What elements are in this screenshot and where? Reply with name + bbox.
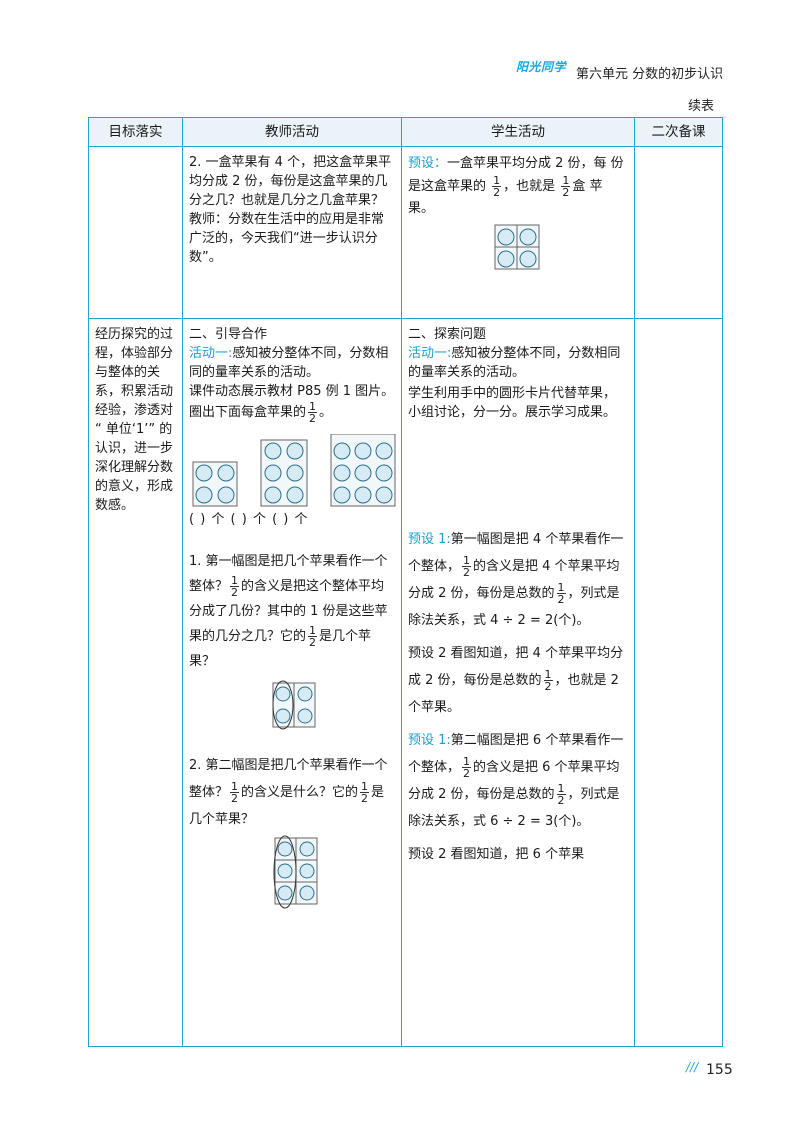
column-header: 二次备课 xyxy=(634,117,723,147)
table-row: 2. 一盒苹果有 4 个，把这盒苹果平均分成 2 份，每份是这盒苹果的几分之几？… xyxy=(88,146,723,319)
brand-logo: 阳光同学 xyxy=(516,60,567,74)
goal-text: 经历探究的过程，体验部分与整体的关系，积累活动经验，渗透对 “ 单位‘1’” 的… xyxy=(95,327,174,513)
student-heading: 二、探索问题 xyxy=(408,327,487,342)
teacher-cell: 2. 一盒苹果有 4 个，把这盒苹果平均分成 2 份，每份是这盒苹果的几分之几？… xyxy=(182,146,402,319)
notes-cell xyxy=(634,146,723,319)
answer-blanks: ( ) 个 ( ) 个 ( ) 个 xyxy=(189,512,309,527)
continued-label: 续表 xyxy=(688,99,715,114)
apple-boxes-image xyxy=(189,433,396,508)
notes-cell xyxy=(634,318,723,1047)
goal-cell: 经历探究的过程，体验部分与整体的关系，积累活动经验，渗透对 “ 单位‘1’” 的… xyxy=(88,318,183,1047)
teacher-heading: 二、引导合作 xyxy=(189,327,268,342)
goal-cell xyxy=(88,146,183,319)
page-mark: /// xyxy=(686,1060,699,1074)
preset-label: 预设 1: xyxy=(408,733,451,748)
preset-label: 预设： xyxy=(408,156,448,171)
activity-label: 活动一: xyxy=(189,346,233,361)
lesson-table: 目标落实 教师活动 学生活动 二次备课 2. 一盒苹果有 4 个，把这盒苹果平均… xyxy=(88,117,723,1047)
student-cell: 二、探索问题 活动一:感知被分整体不同，分数相同的量率关系的活动。 学生利用手中… xyxy=(401,318,635,1047)
table-header-row: 目标落实 教师活动 学生活动 二次备课 xyxy=(88,117,723,147)
teacher-question: 2. 一盒苹果有 4 个，把这盒苹果平均分成 2 份，每份是这盒苹果的几分之几？… xyxy=(189,155,392,208)
activity-label: 活动一: xyxy=(408,346,452,361)
student-activity: 学生利用手中的圆形卡片代替苹果，小组讨论，分一分。展示学习成果。 xyxy=(408,386,617,420)
preset-text: 预设 2 看图知道，把 6 个苹果 xyxy=(408,847,585,862)
column-header: 目标落实 xyxy=(88,117,183,147)
column-header: 学生活动 xyxy=(401,117,635,147)
teacher-cell: 二、引导合作 活动一:感知被分整体不同，分数相同的量率关系的活动。 课件动态展示… xyxy=(182,318,402,1047)
teacher-intro: 教师：分数在生活中的应用是非常广泛的，今天我们“进一步认识分数”。 xyxy=(189,212,385,265)
circled-apples-image xyxy=(269,680,395,738)
column-header: 教师活动 xyxy=(182,117,402,147)
apple-box-image xyxy=(494,224,628,270)
table-row: 经历探究的过程，体验部分与整体的关系，积累活动经验，渗透对 “ 单位‘1’” 的… xyxy=(88,318,723,1047)
preset-label: 预设 1: xyxy=(408,532,451,547)
circled-apples-image xyxy=(269,835,395,917)
page-number: 155 xyxy=(706,1062,733,1078)
unit-title: 第六单元 分数的初步认识 xyxy=(576,67,724,82)
